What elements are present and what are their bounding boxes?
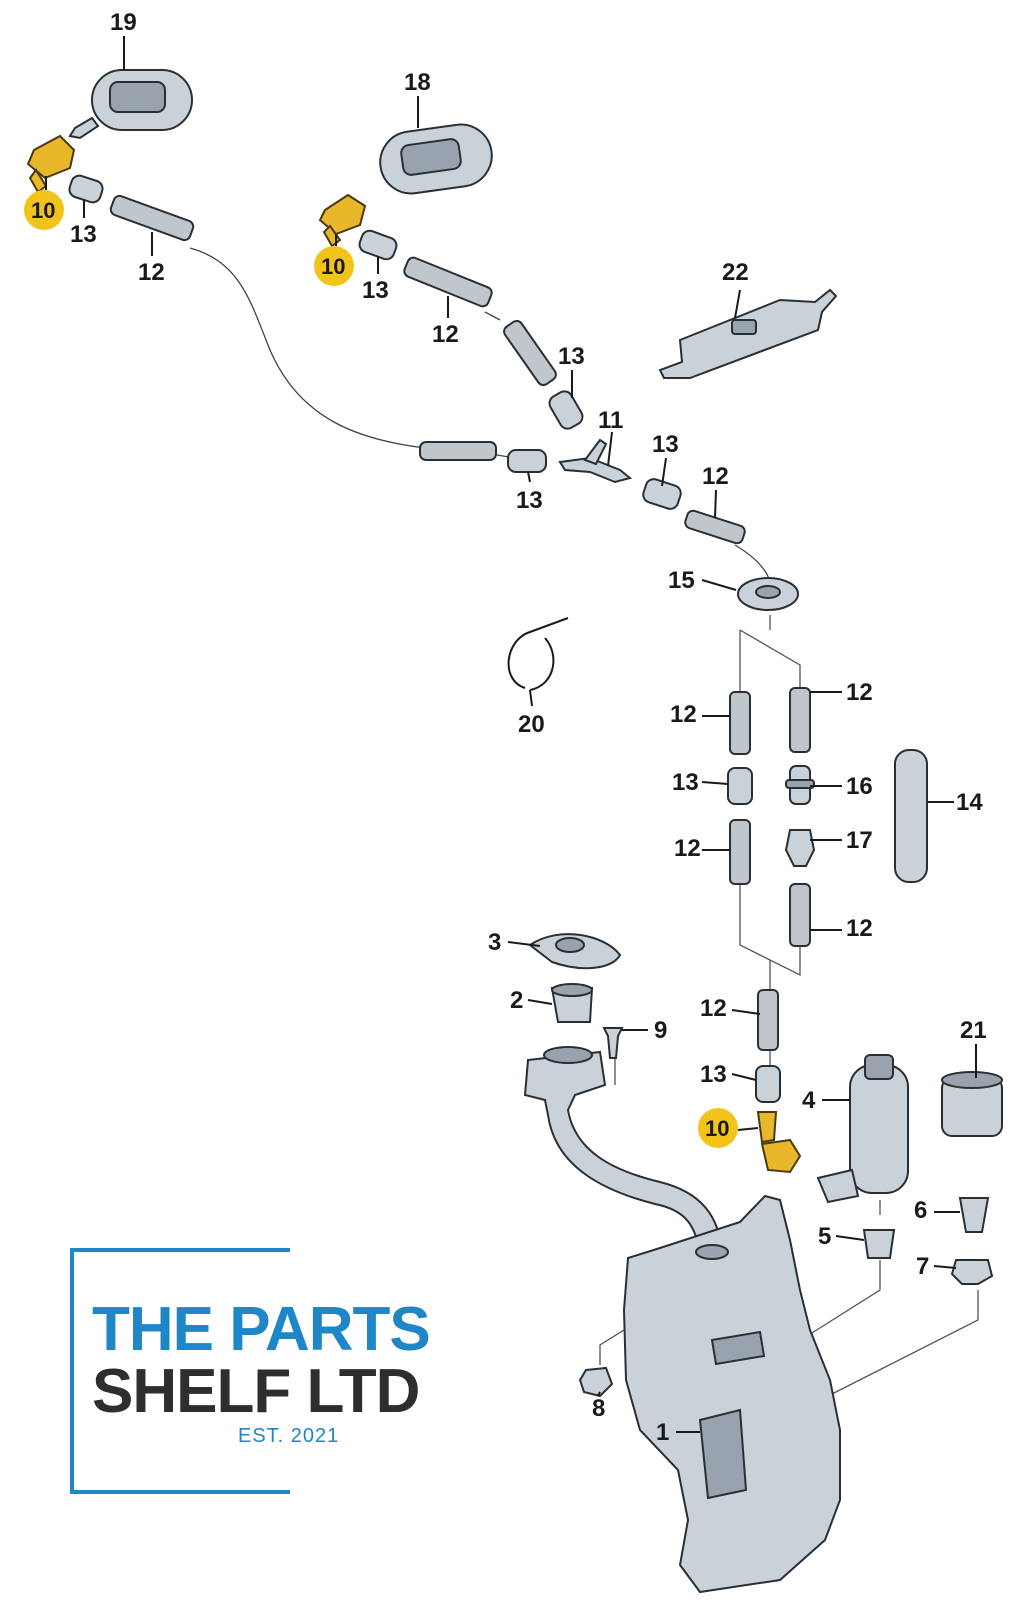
- callout-21: 21: [960, 1017, 987, 1044]
- connector-lines: [189, 247, 979, 1396]
- callout-10c: 10: [705, 1116, 729, 1141]
- hose-12h: [789, 883, 811, 947]
- valve-16: [785, 765, 815, 805]
- ring-21: [941, 1071, 1003, 1137]
- hose-13f: [727, 767, 753, 805]
- callout-20: 20: [518, 711, 545, 738]
- callout-17: 17: [846, 827, 873, 854]
- grommet-15: [737, 577, 799, 611]
- callout-13a: 13: [70, 221, 97, 248]
- callout-13g: 13: [700, 1061, 727, 1088]
- callout-13f: 13: [672, 769, 699, 796]
- callout-labels: 19 18 10 10 10 13 12 13 12 22 13 11 13 1…: [31, 9, 987, 1446]
- callout-12e: 12: [674, 835, 701, 862]
- hose-12-lower: [757, 989, 779, 1051]
- callout-18: 18: [404, 69, 431, 96]
- callout-12f: 12: [846, 679, 873, 706]
- reservoir-1: [622, 1194, 841, 1594]
- callout-12a: 12: [138, 259, 165, 286]
- hose-12d: [684, 509, 746, 545]
- callout-15: 15: [668, 567, 695, 594]
- callout-12c: 12: [702, 463, 729, 490]
- hose-13e: [642, 478, 682, 510]
- hose-13c: [548, 390, 584, 430]
- callout-4: 4: [802, 1087, 816, 1114]
- filler-neck-2: [550, 983, 594, 1023]
- callout-12h: 12: [700, 995, 727, 1022]
- callout-7: 7: [916, 1253, 929, 1280]
- grommet-5: [862, 1229, 896, 1259]
- gold-connector-10c: [756, 1111, 802, 1174]
- callout-12b: 12: [432, 321, 459, 348]
- nut-8: [578, 1366, 614, 1398]
- callout-6: 6: [914, 1197, 927, 1224]
- filler-tube: [523, 1046, 724, 1260]
- callout-9: 9: [654, 1017, 667, 1044]
- leader-lines: [45, 36, 977, 1433]
- callout-5: 5: [818, 1223, 831, 1250]
- callout-10a: 10: [31, 198, 55, 223]
- y-piece-11: [558, 438, 633, 484]
- company-logo: THE PARTS SHELF LTD EST. 2021: [70, 1248, 431, 1494]
- callout-13c: 13: [558, 343, 585, 370]
- highlight-10a: [24, 190, 64, 230]
- callout-13e: 13: [516, 487, 543, 514]
- logo-line1: THE PARTS: [92, 1295, 430, 1364]
- logo-frame: [70, 1248, 290, 1494]
- hose-12a: [109, 194, 195, 242]
- callout-19: 19: [110, 9, 137, 36]
- callout-1: 1: [656, 1419, 669, 1446]
- callout-14: 14: [956, 789, 983, 816]
- gold-connector-10b: [318, 193, 367, 248]
- highlight-10b: [314, 246, 354, 286]
- hose-13g: [755, 1065, 781, 1103]
- hose-12f: [729, 819, 751, 885]
- hose-13a: [68, 174, 104, 204]
- washer-nozzle-18: [379, 123, 493, 195]
- callout-2: 2: [510, 987, 523, 1014]
- callout-10b: 10: [321, 254, 345, 279]
- sleeve-14: [894, 749, 928, 883]
- bracket-22: [658, 288, 838, 379]
- callout-12d: 12: [670, 701, 697, 728]
- hose-12b: [403, 256, 493, 308]
- clip-9: [602, 1027, 624, 1059]
- highlight-10c: [698, 1108, 738, 1148]
- washer-nozzle-19: [68, 69, 193, 140]
- callout-8: 8: [592, 1395, 605, 1422]
- nut-7: [950, 1259, 994, 1285]
- callout-11: 11: [598, 407, 623, 434]
- callout-12g: 12: [846, 915, 873, 942]
- callout-22: 22: [722, 259, 749, 286]
- hose-13b: [358, 229, 398, 261]
- filler-cap-3: [528, 933, 622, 970]
- hose-12c: [419, 441, 497, 461]
- callout-16: 16: [846, 773, 873, 800]
- callout-3: 3: [488, 929, 501, 956]
- hose-12-diag: [503, 319, 557, 387]
- fitting-17: [784, 829, 816, 867]
- grommet-6: [958, 1197, 990, 1233]
- washer-pump-4: [816, 1054, 909, 1204]
- cable-tie-20: [507, 617, 569, 691]
- hose-12g: [789, 687, 811, 753]
- callout-13d: 13: [652, 431, 679, 458]
- logo-line2: SHELF LTD: [92, 1357, 419, 1426]
- logo-est: EST. 2021: [238, 1425, 339, 1447]
- hose-13d: [507, 449, 547, 473]
- gold-connector-10a: [26, 134, 76, 194]
- callout-13b: 13: [362, 277, 389, 304]
- hose-12e: [729, 691, 751, 755]
